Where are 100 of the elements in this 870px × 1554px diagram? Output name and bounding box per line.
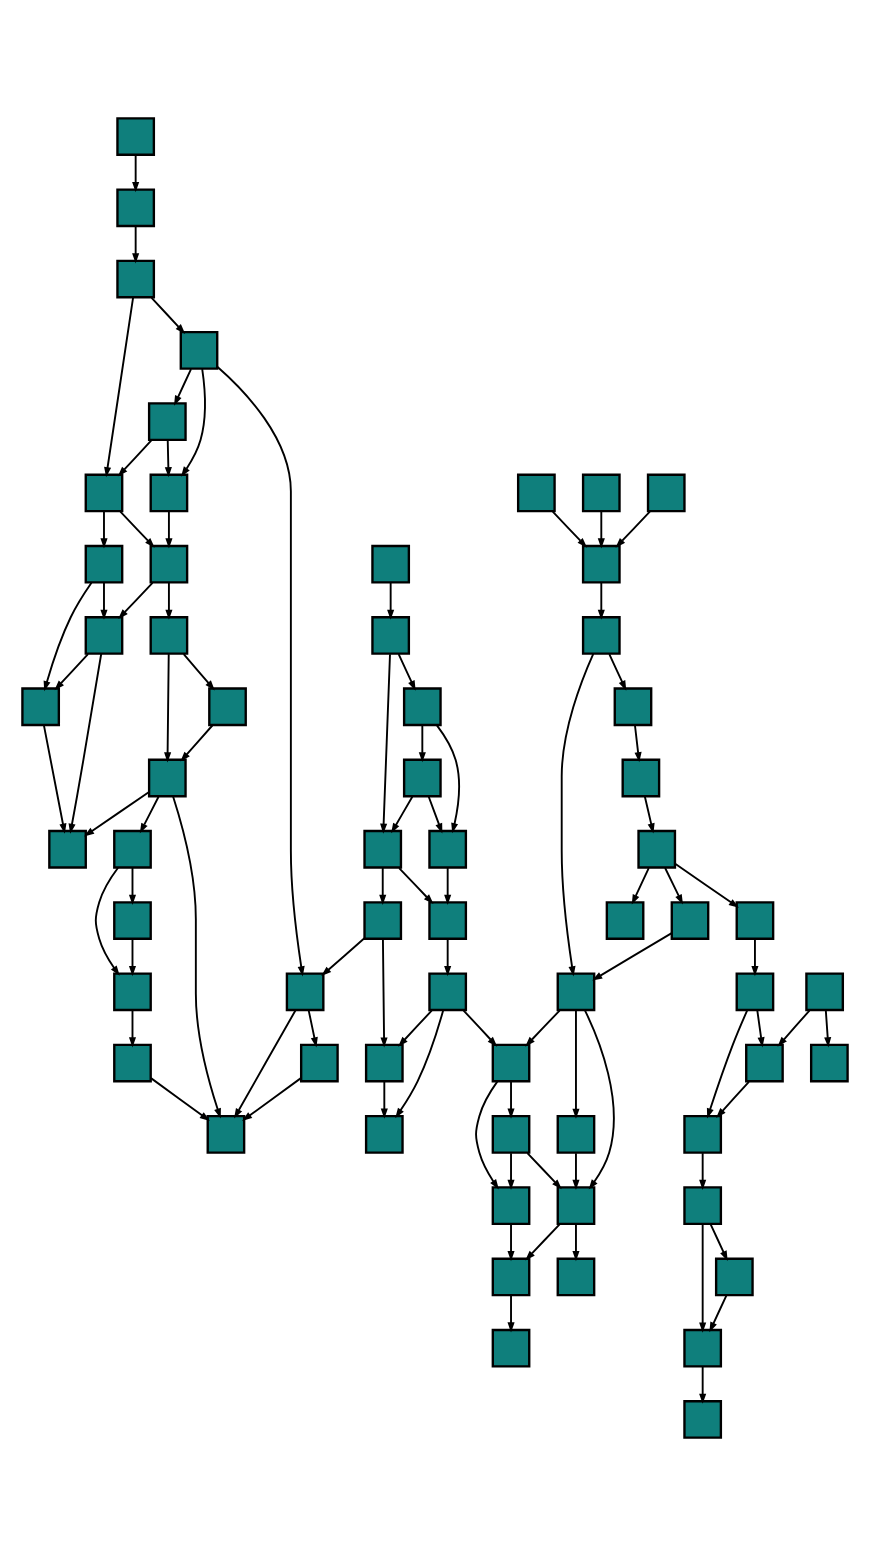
node-box [491,1327,531,1367]
arrow [597,509,605,548]
node-box [206,1113,246,1153]
arrow [572,1222,580,1261]
node-box [581,543,621,583]
node-box [113,900,152,939]
node-box [670,900,710,939]
arrow [525,1222,561,1260]
node-box [683,1113,723,1153]
node-box [491,1256,531,1296]
arrow [128,1008,137,1047]
arrow [84,790,150,836]
arrow [634,723,642,762]
node-box [491,1113,531,1153]
arrow [444,937,452,976]
node-box [149,615,189,654]
arrow [42,723,67,833]
arrow [391,794,414,833]
arrow [664,866,683,904]
node-box [805,971,845,1011]
node-box [364,1042,404,1082]
node-box [646,472,686,512]
arrow [507,1222,515,1261]
arrow [418,723,426,762]
node-box [581,472,621,512]
node-box [84,615,124,654]
node-box [84,543,124,583]
arrow [824,1008,832,1047]
arrow [128,866,137,904]
node-box [428,828,468,868]
arrow [674,861,739,907]
arrow [132,153,140,192]
arrow [172,794,221,1118]
arrow [128,937,137,976]
node-box [809,1042,849,1082]
arrow [242,1076,302,1121]
node-box [428,971,468,1011]
node-box [48,828,87,868]
arrow [380,937,388,1047]
arrow [716,1079,750,1117]
node-box [147,401,187,441]
arrow [118,581,154,618]
arrow [68,651,103,833]
node-box [491,1185,531,1225]
arrow [150,1076,210,1121]
arrow [706,1008,749,1118]
arrow [307,1008,318,1047]
arrow [475,1079,499,1189]
arrow [54,652,89,690]
node-box [371,543,411,583]
arrow [379,866,387,904]
arrow [398,866,434,904]
arrow [150,295,186,333]
arrow [234,1008,297,1118]
node-box [116,187,156,227]
node-box [208,686,247,726]
node-box [402,686,442,726]
node-box [21,686,61,726]
node-box [613,686,653,726]
arrow [119,509,155,547]
arrow [756,1008,765,1047]
node-box [113,828,152,868]
arrow [435,723,460,833]
arrow [387,581,395,619]
arrow [321,936,366,976]
node-box [745,1042,784,1082]
node-box [363,900,403,939]
node-box [147,757,187,797]
arrow [444,866,452,904]
arrow [94,865,120,975]
arrow [643,794,655,833]
node-box [300,1042,339,1082]
node-box [491,1042,531,1082]
arrow [164,438,172,477]
arrow [117,438,153,476]
node-box [735,971,775,1011]
node-box [683,1185,723,1225]
arrow [572,1151,580,1189]
arrow [397,652,416,690]
arrow [608,652,627,690]
arrow [709,1222,728,1260]
node-box [637,828,677,868]
arrow [380,1079,388,1118]
node-box [285,971,325,1011]
node-box [516,472,556,512]
node-box [371,615,411,654]
arrow [525,1008,561,1046]
arrow [395,1008,445,1118]
node-box [714,1256,754,1296]
arrow [165,509,173,548]
arrow [100,509,108,548]
node-box [581,615,621,654]
arrow [43,580,93,691]
arrow [560,651,595,976]
node-box [683,1399,723,1438]
arrow [100,581,108,619]
arrow [551,509,588,547]
arrow [507,1079,515,1118]
node-box [179,329,219,369]
arrow [462,1008,498,1046]
